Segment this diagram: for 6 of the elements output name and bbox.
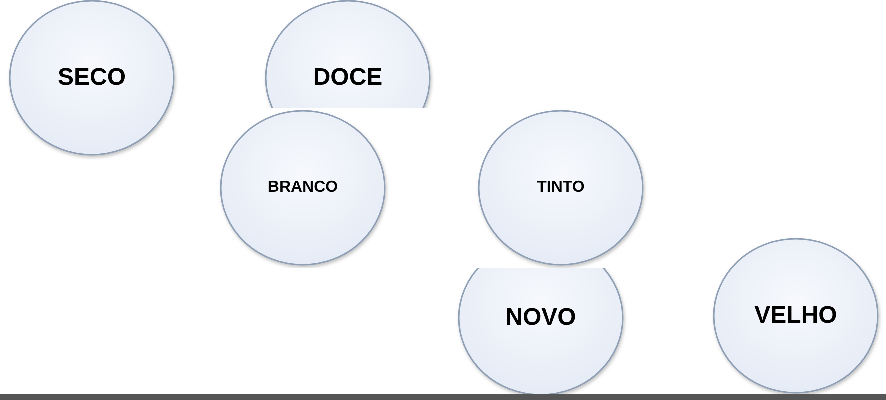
circle-label: BRANCO (268, 179, 338, 197)
circle-label: VELHO (754, 302, 838, 330)
circle-label: TINTO (537, 179, 585, 197)
circle-label: NOVO (506, 304, 576, 332)
circle-label: DOCE (313, 64, 383, 92)
circle-label: SECO (58, 64, 126, 92)
